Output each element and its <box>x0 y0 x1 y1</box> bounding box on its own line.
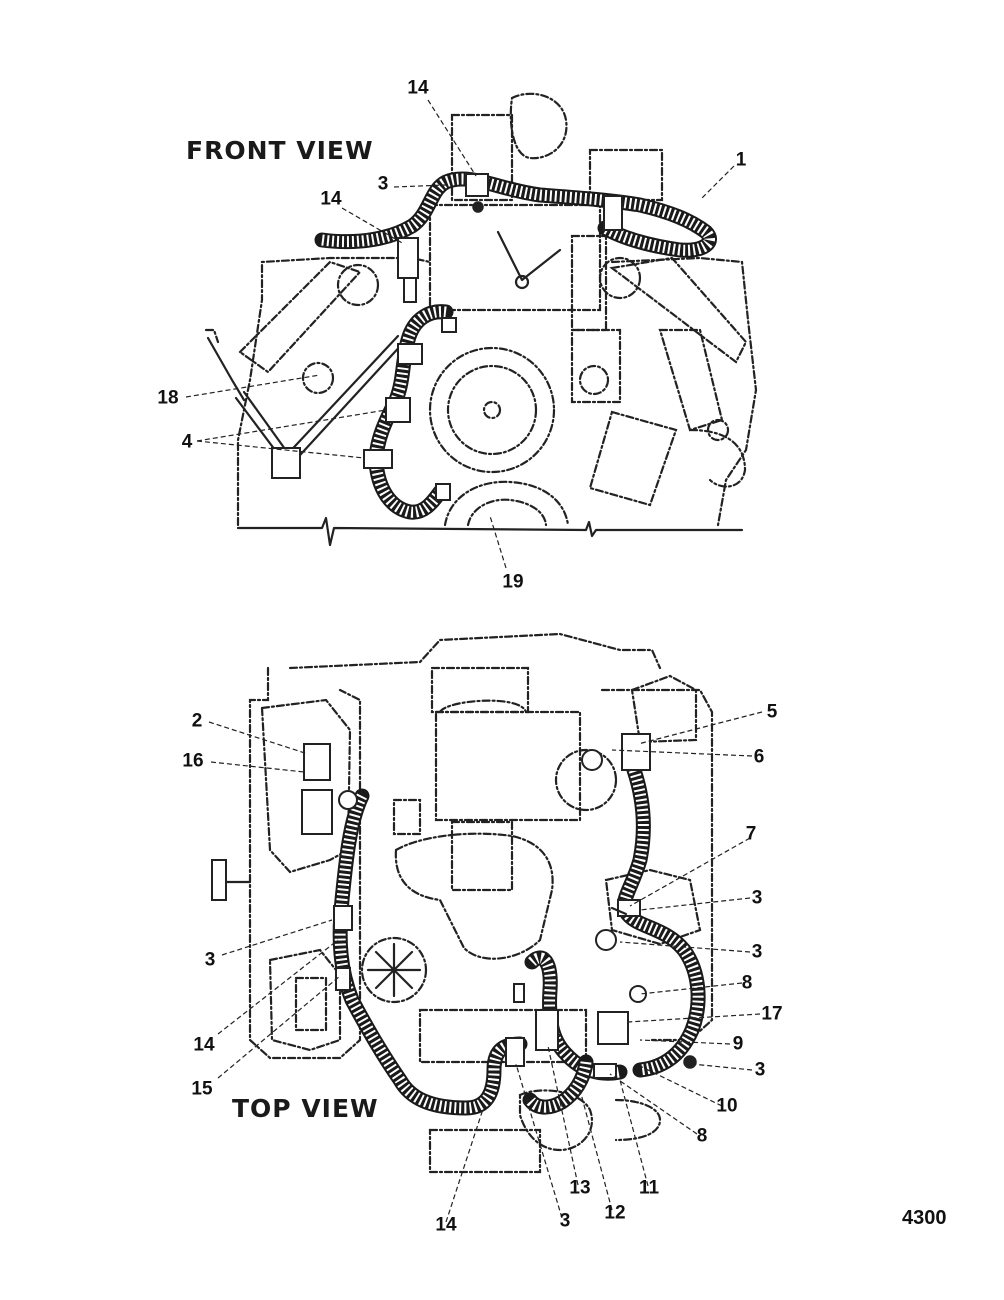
callout-top-11: 11 <box>638 1177 660 1199</box>
callout-top-8-a: 8 <box>741 972 753 994</box>
callout-top-16: 16 <box>182 750 204 772</box>
callout-front-18: 18 <box>157 387 179 409</box>
callout-front-19: 19 <box>502 571 524 593</box>
callout-top-3-r2: 3 <box>751 941 763 963</box>
callout-top-2: 2 <box>191 710 203 732</box>
callout-top-17: 17 <box>761 1003 783 1025</box>
callout-top-3-r3: 3 <box>754 1059 766 1081</box>
callout-top-10: 10 <box>716 1095 738 1117</box>
callout-top-15: 15 <box>191 1078 213 1100</box>
callout-front-3: 3 <box>377 173 389 195</box>
callout-top-14-bottom: 14 <box>435 1214 457 1236</box>
callout-front-14-left: 14 <box>320 188 342 210</box>
callout-top-14-left: 14 <box>193 1034 215 1056</box>
callout-top-13: 13 <box>569 1177 591 1199</box>
top-view-harness <box>301 733 706 1116</box>
callout-top-12: 12 <box>604 1202 626 1224</box>
front-view-harness <box>314 171 717 520</box>
callout-front-4: 4 <box>181 431 193 453</box>
callout-front-1: 1 <box>735 149 747 171</box>
callout-top-6: 6 <box>753 746 765 768</box>
callout-top-5: 5 <box>766 701 778 723</box>
callout-front-14-top: 14 <box>407 77 429 99</box>
front-view-title: FRONT VIEW <box>186 136 374 165</box>
callout-top-3-bottom: 3 <box>559 1210 571 1232</box>
callout-top-3-r1: 3 <box>751 887 763 909</box>
callout-top-8-b: 8 <box>696 1125 708 1147</box>
callout-top-7: 7 <box>745 823 757 845</box>
callout-top-3-left: 3 <box>204 949 216 971</box>
front-view-engine <box>204 92 758 547</box>
figure-number: 4300 <box>902 1207 947 1229</box>
top-view-title: TOP VIEW <box>232 1094 379 1123</box>
callout-top-9: 9 <box>732 1033 744 1055</box>
leader-lines <box>185 99 763 1223</box>
